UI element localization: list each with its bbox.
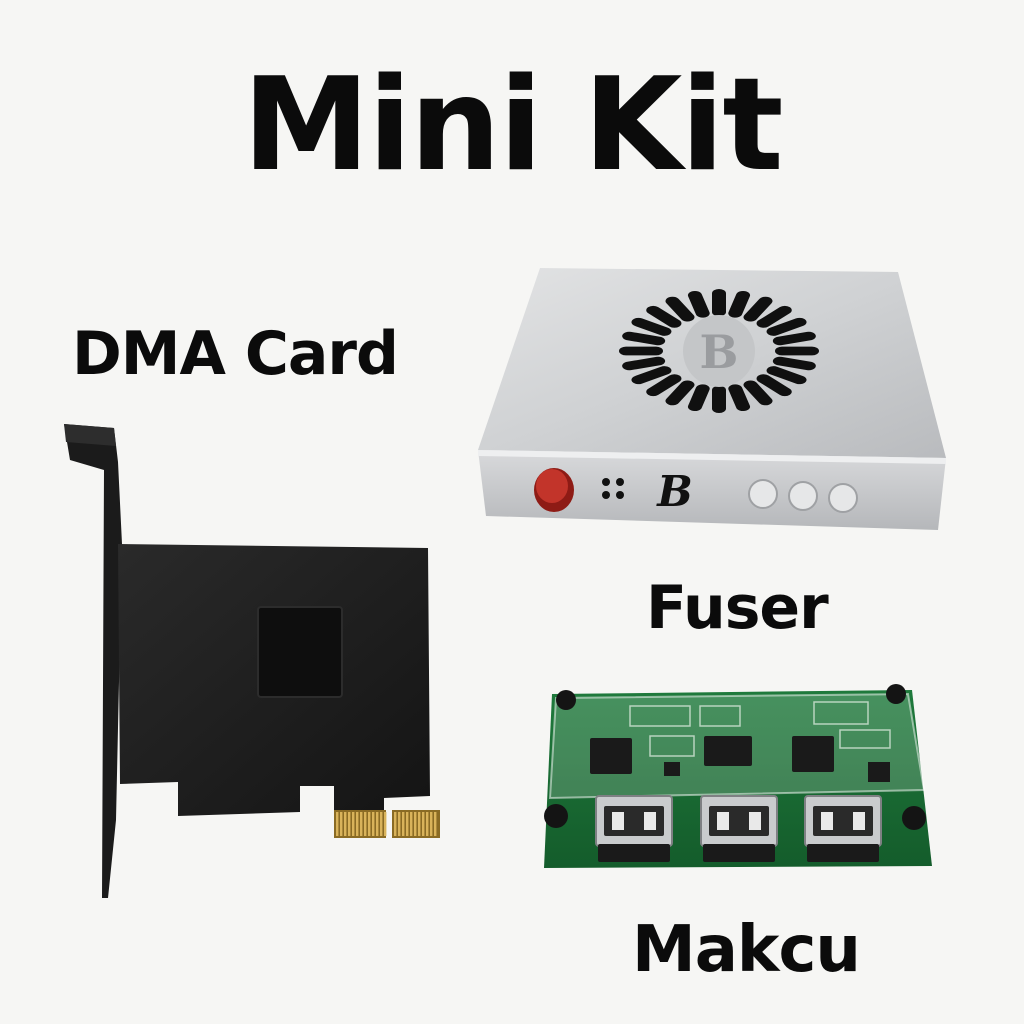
makcu-component-outlines — [629, 701, 891, 757]
fuser-indicator-dots — [602, 478, 624, 499]
dma-card-gold-contacts — [334, 810, 440, 838]
makcu-label: Makcu — [632, 913, 861, 987]
makcu-board — [544, 684, 932, 868]
fuser-fan-vent — [619, 289, 819, 413]
makcu-usb-ports — [595, 795, 882, 862]
fuser-label: Fuser — [646, 573, 829, 643]
dma-card-chip — [257, 606, 343, 698]
fuser-front-logo: B — [656, 467, 693, 516]
dma-card-bracket — [64, 424, 122, 898]
dma-card-label: DMA Card — [72, 319, 399, 389]
fuser-device: B B — [478, 268, 946, 530]
page-title: Mini Kit — [242, 51, 783, 200]
makcu-chips — [590, 736, 890, 782]
makcu-standoffs — [544, 684, 926, 830]
dma-card — [64, 424, 440, 898]
fuser-power-button — [534, 468, 574, 512]
fuser-small-buttons — [748, 479, 858, 513]
fuser-top-logo: B — [700, 325, 739, 379]
